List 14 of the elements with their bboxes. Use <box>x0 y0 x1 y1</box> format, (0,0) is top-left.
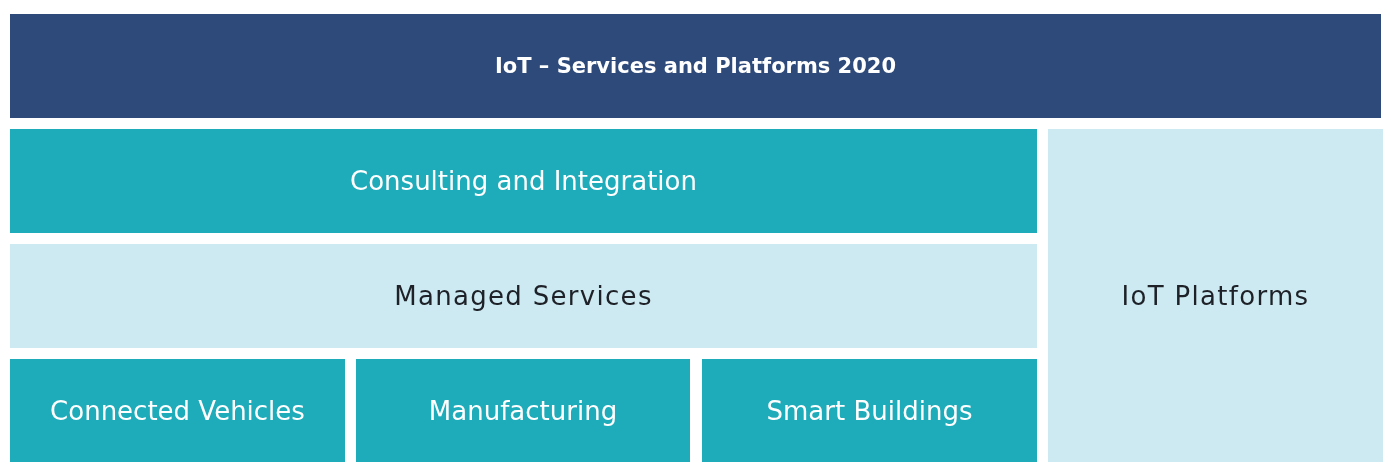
header-band <box>10 14 1381 118</box>
category-label: IoT Platforms <box>1121 280 1310 311</box>
category-label: Smart Buildings <box>766 395 973 426</box>
category-label: Consulting and Integration <box>350 166 697 196</box>
category-label: Connected Vehicles <box>50 395 305 426</box>
category-label: Manufacturing <box>428 395 618 426</box>
category-label: Managed Services <box>394 281 653 311</box>
category-box <box>702 359 1037 462</box>
category-box <box>10 129 1037 233</box>
category-box <box>10 244 1037 348</box>
category-box <box>356 359 690 462</box>
category-box <box>1048 129 1383 462</box>
category-box <box>10 359 345 462</box>
header-text: IoT – Services and Platforms 2020 <box>494 54 897 78</box>
